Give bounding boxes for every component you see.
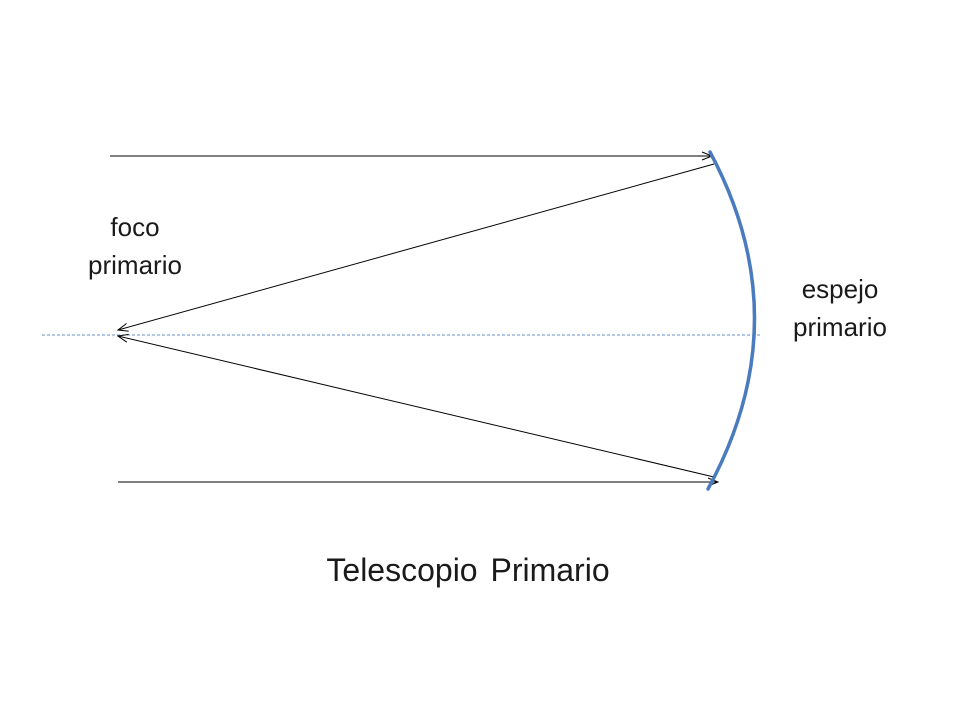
reflected-ray-top bbox=[118, 163, 715, 330]
primary-focus-label-line2: primario bbox=[88, 250, 182, 280]
primary-focus-label-line1: foco bbox=[110, 212, 160, 242]
primary-mirror-label-line1: espejo bbox=[801, 274, 879, 304]
primary-focus-label: foco primario bbox=[60, 208, 210, 284]
primary-mirror-label-line2: primario bbox=[793, 312, 887, 342]
primary-mirror bbox=[706, 150, 757, 491]
reflected-ray-bottom bbox=[118, 336, 715, 478]
diagram-title: Telescopio Primario bbox=[326, 552, 610, 588]
primary-mirror-label: espejo primario bbox=[765, 270, 915, 346]
